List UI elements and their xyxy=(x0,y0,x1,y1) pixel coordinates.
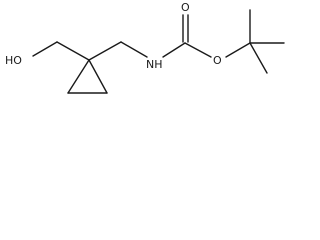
carbonyl-oxygen-label: O xyxy=(181,1,190,14)
bond-ring-ch2 xyxy=(88,41,122,61)
bond-nh-carbonyl xyxy=(162,42,186,58)
hydroxyl-label: HO xyxy=(5,54,22,67)
bonds xyxy=(32,9,285,94)
amine-label: NH xyxy=(146,58,163,71)
chemical-structure-diagram: HO NH O O xyxy=(5,1,285,94)
bond-carbonyl-ester-o xyxy=(184,42,212,58)
ester-oxygen-label: O xyxy=(213,54,222,67)
bond-ring-right xyxy=(88,59,108,94)
atom-labels: HO NH O O xyxy=(5,1,222,71)
bond-ch2-ring xyxy=(56,41,90,61)
bond-tbu-methyl-down xyxy=(249,42,268,74)
bond-ring-left xyxy=(67,59,90,94)
bond-ester-o-tbu xyxy=(225,42,251,58)
bond-hydroxyl-ch2 xyxy=(32,41,58,57)
bond-ch2-nh xyxy=(120,41,148,58)
